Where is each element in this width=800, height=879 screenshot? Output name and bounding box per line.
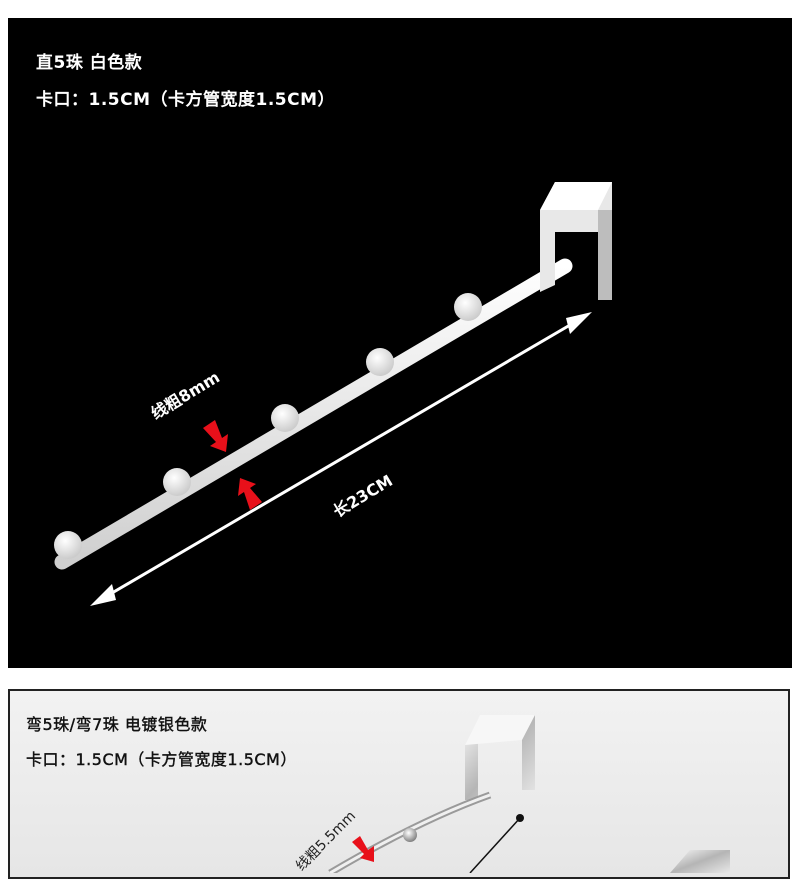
white-hook-product-panel (8, 18, 792, 668)
hook-bracket (540, 182, 612, 300)
silver-bracket (465, 715, 535, 800)
silver-wire-arrow (352, 836, 374, 862)
top-clip-spec: 卡口：1.5CM（卡方管宽度1.5CM） (36, 90, 336, 110)
silver-hook-product-panel (8, 689, 790, 879)
white-hook-rod (54, 258, 573, 570)
bottom-clip-spec: 卡口：1.5CM（卡方管宽度1.5CM） (26, 750, 297, 769)
top-title: 直5珠 白色款 (36, 53, 143, 73)
length-dimension-arrow (90, 312, 592, 606)
wire-thickness-arrows (203, 420, 262, 510)
silver-hook-rod (328, 791, 492, 873)
bottom-title: 弯5珠/弯7珠 电镀银色款 (26, 715, 208, 734)
hook-balls (54, 293, 482, 559)
silver-dimension-line (469, 814, 524, 873)
second-silver-bracket (670, 850, 730, 873)
